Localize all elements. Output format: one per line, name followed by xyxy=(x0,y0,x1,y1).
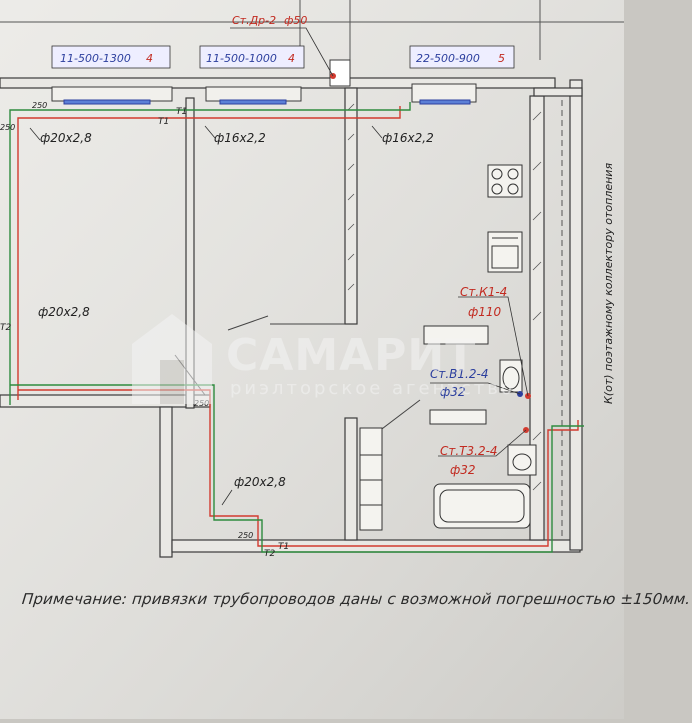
plan-note: Примечание: привязки трубопроводов даны … xyxy=(21,590,692,608)
supply-pipe-t1 xyxy=(17,106,579,547)
pipe-label-2: ф16х2,2 xyxy=(214,131,266,145)
radiator-3-count: 5 xyxy=(498,52,505,65)
t2-label-bottom: Т2 xyxy=(264,549,275,559)
floor-plan-drawing: Ст.Др-2 ф50 11-500-1300 4 11-500-1000 4 … xyxy=(0,0,624,719)
radiator-1 xyxy=(63,99,151,105)
radiator-1-count: 4 xyxy=(146,52,153,65)
radiator-3 xyxy=(419,99,471,105)
t2-label-left: Т2 xyxy=(0,323,11,333)
stoyak-v-diam: ф32 xyxy=(440,385,466,399)
radiator-3-model: 22-500-900 xyxy=(416,52,480,65)
shaft-block-top xyxy=(329,59,351,87)
stoyak-v-label: Ст.В1.2-4 xyxy=(430,367,488,381)
pipe-label-5: ф20х2,8 xyxy=(234,475,286,489)
radiator-label-boxes xyxy=(51,45,515,69)
bathtub xyxy=(433,483,531,529)
pipe-label-4: ф20х2,8 xyxy=(38,305,90,319)
stoyak-k-label: Ст.К1-4 xyxy=(460,285,507,299)
washbasin xyxy=(507,444,537,476)
kitchen-stove xyxy=(487,164,523,198)
leader-lines xyxy=(29,27,529,506)
radiator-2 xyxy=(219,99,287,105)
window-niches xyxy=(51,83,477,103)
stoyak-dr-diam: ф50 xyxy=(284,14,307,27)
hatched-walls xyxy=(347,103,542,491)
return-pipe-t2 xyxy=(9,102,584,553)
toilet xyxy=(499,359,523,393)
radiators xyxy=(63,99,471,105)
dim-250-b: 250 xyxy=(0,123,15,132)
t1-label-top: Т1 xyxy=(176,107,187,117)
pipe-label-1: ф20х2,8 xyxy=(40,131,92,145)
stoyak-dr-label: Ст.Др-2 xyxy=(232,14,276,27)
interior-walls xyxy=(185,87,583,541)
stoyak-t-diam: ф32 xyxy=(450,463,476,477)
radiator-2-count: 4 xyxy=(288,52,295,65)
t1-label-top-2: Т1 xyxy=(158,117,169,127)
bathroom-shelves xyxy=(359,325,489,531)
stoyak-k-diam: ф110 xyxy=(468,305,502,319)
pipe-label-3: ф16х2,2 xyxy=(382,131,434,145)
dim-250-c: 250 xyxy=(194,399,209,408)
stoyak-t-label: Ст.Т3.2-4 xyxy=(440,444,498,458)
dim-250-a: 250 xyxy=(32,101,47,110)
kitchen-sink xyxy=(487,231,523,273)
radiator-1-model: 11-500-1300 xyxy=(60,52,131,65)
radiator-2-model: 11-500-1000 xyxy=(206,52,277,65)
t1-label-bottom: Т1 xyxy=(278,542,289,552)
dim-250-d: 250 xyxy=(238,531,253,540)
collector-label: К(от) поэтажному коллектору отопления xyxy=(602,163,615,404)
